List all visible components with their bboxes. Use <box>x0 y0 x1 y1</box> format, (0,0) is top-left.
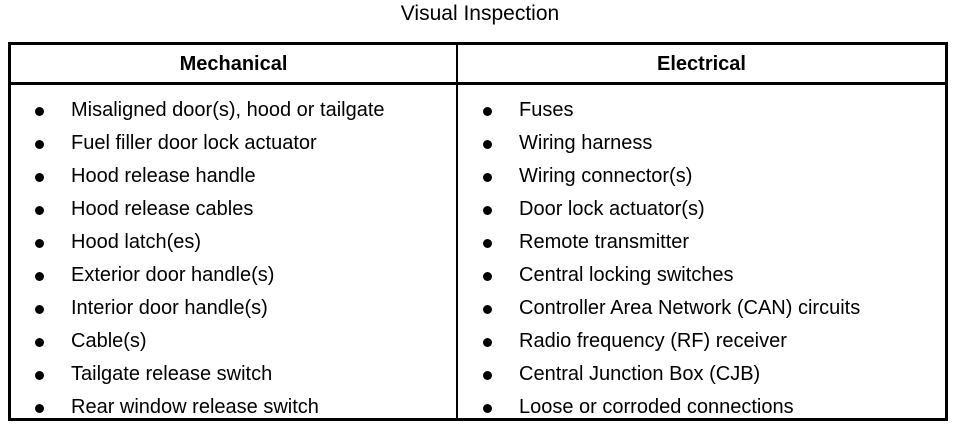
list-item: Door lock actuator(s) <box>483 193 945 226</box>
list-item: Remote transmitter <box>483 226 945 259</box>
bullet-dot-icon <box>35 107 44 116</box>
list-item: Cable(s) <box>35 325 456 358</box>
table-body-row: Misaligned door(s), hood or tailgate Fue… <box>11 85 945 418</box>
list-item: Central locking switches <box>483 259 945 292</box>
list-item: Exterior door handle(s) <box>35 259 456 292</box>
list-item-label: Cable(s) <box>71 330 147 352</box>
bullet-dot-icon <box>483 107 492 116</box>
list-item-label: Rear window release switch <box>71 396 319 418</box>
list-item: Hood release handle <box>35 160 456 193</box>
list-item: Central Junction Box (CJB) <box>483 358 945 391</box>
bullet-dot-icon <box>35 305 44 314</box>
bullet-dot-icon <box>35 404 44 413</box>
column-header-mechanical: Mechanical <box>11 45 458 82</box>
list-item-label: Remote transmitter <box>519 231 690 253</box>
list-item-label: Wiring connector(s) <box>519 165 693 187</box>
bullet-dot-icon <box>35 173 44 182</box>
column-header-electrical: Electrical <box>657 52 746 75</box>
list-item: Hood release cables <box>35 193 456 226</box>
list-item-label: Hood release handle <box>71 165 256 187</box>
list-item-label: Hood latch(es) <box>71 231 202 253</box>
bullet-dot-icon <box>483 305 492 314</box>
bullet-dot-icon <box>35 206 44 215</box>
list-item-label: Central Junction Box (CJB) <box>519 363 761 385</box>
list-item: Fuel filler door lock actuator <box>35 127 456 160</box>
table-header-row: Mechanical Electrical <box>11 45 945 85</box>
list-item-label: Central locking switches <box>519 264 734 286</box>
list-item-label: Misaligned door(s), hood or tailgate <box>71 99 385 121</box>
list-item: Radio frequency (RF) receiver <box>483 325 945 358</box>
list-item-label: Door lock actuator(s) <box>519 198 705 220</box>
visual-inspection-table: Mechanical Electrical Misaligned door(s)… <box>8 42 948 421</box>
list-item-label: Loose or corroded connections <box>519 396 794 418</box>
page-title: Visual Inspection <box>400 2 560 25</box>
list-item: Loose or corroded connections <box>483 391 945 424</box>
bullet-dot-icon <box>35 239 44 248</box>
bullet-dot-icon <box>483 173 492 182</box>
list-item-label: Tailgate release switch <box>71 363 273 385</box>
bullet-dot-icon <box>35 140 44 149</box>
bullet-dot-icon <box>483 239 492 248</box>
list-item: Hood latch(es) <box>35 226 456 259</box>
list-item: Interior door handle(s) <box>35 292 456 325</box>
electrical-item-list: Fuses Wiring harness Wiring connector(s) <box>458 85 945 424</box>
list-item: Wiring connector(s) <box>483 160 945 193</box>
list-item-label: Exterior door handle(s) <box>71 264 275 286</box>
bullet-dot-icon <box>35 272 44 281</box>
bullet-dot-icon <box>483 272 492 281</box>
list-item: Misaligned door(s), hood or tailgate <box>35 94 456 127</box>
table-inner: Mechanical Electrical Misaligned door(s)… <box>11 45 945 418</box>
mechanical-item-list: Misaligned door(s), hood or tailgate Fue… <box>11 85 456 424</box>
list-item-label: Fuses <box>519 99 574 121</box>
column-electrical: Fuses Wiring harness Wiring connector(s) <box>458 85 945 418</box>
list-item-label: Radio frequency (RF) receiver <box>519 330 787 352</box>
bullet-dot-icon <box>483 404 492 413</box>
list-item-label: Hood release cables <box>71 198 254 220</box>
list-item: Rear window release switch <box>35 391 456 424</box>
column-mechanical: Misaligned door(s), hood or tailgate Fue… <box>11 85 458 418</box>
bullet-dot-icon <box>35 371 44 380</box>
list-item: Controller Area Network (CAN) circuits <box>483 292 945 325</box>
list-item: Wiring harness <box>483 127 945 160</box>
bullet-dot-icon <box>35 338 44 347</box>
list-item-label: Fuel filler door lock actuator <box>71 132 317 154</box>
list-item: Tailgate release switch <box>35 358 456 391</box>
bullet-dot-icon <box>483 140 492 149</box>
list-item: Fuses <box>483 94 945 127</box>
list-item-label: Wiring harness <box>519 132 653 154</box>
bullet-dot-icon <box>483 206 492 215</box>
list-item-label: Interior door handle(s) <box>71 297 268 319</box>
bullet-dot-icon <box>483 338 492 347</box>
bullet-dot-icon <box>483 371 492 380</box>
list-item-label: Controller Area Network (CAN) circuits <box>519 297 861 319</box>
